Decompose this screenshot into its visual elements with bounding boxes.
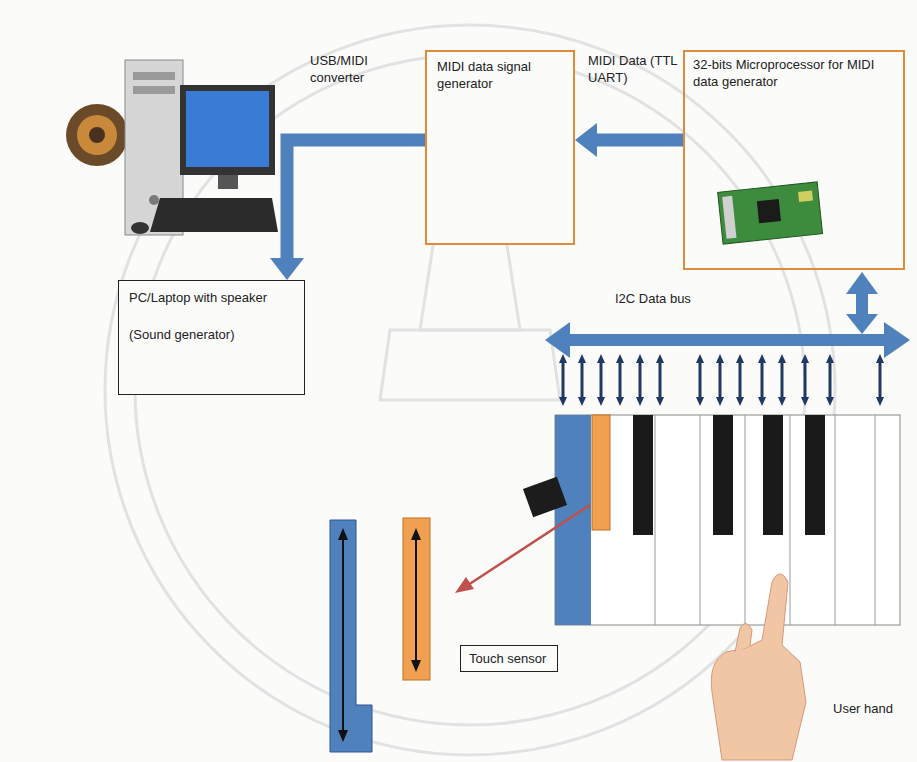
- microcontroller-board: [718, 182, 823, 244]
- signal-arrow: [270, 140, 425, 280]
- edge-label: MIDI Data (TTL UART): [588, 52, 680, 86]
- key-detail: [330, 518, 430, 752]
- piano-keyboard: [555, 415, 900, 625]
- node-text: 32-bits Microprocessor for MIDI data gen…: [693, 56, 883, 90]
- speaker-icon: [66, 104, 128, 166]
- bus-label: I2C Data bus: [615, 290, 691, 307]
- microprocessor-box: 32-bits Microprocessor for MIDI data gen…: [683, 50, 905, 270]
- watermark-seal: [105, 25, 835, 755]
- edge-label: USB/MIDI converter: [310, 52, 410, 86]
- node-text: PC/Laptop with speaker: [129, 289, 294, 306]
- sensor-chip: [523, 477, 567, 518]
- i2c-bus-arrow: [545, 272, 910, 358]
- computer-icon: [125, 60, 278, 235]
- sensor-label-box: Touch sensor: [460, 645, 558, 672]
- node-text: MIDI data signal generator: [437, 58, 537, 92]
- user-hand: [711, 574, 806, 760]
- node-text: (Sound generator): [129, 326, 294, 343]
- signal-arrow: [575, 123, 683, 157]
- hand-label: User hand: [833, 700, 893, 717]
- bus-taps: [559, 354, 884, 406]
- output-box: PC/Laptop with speaker (Sound generator): [118, 280, 305, 395]
- node-text: Touch sensor: [469, 650, 549, 667]
- signal-generator-box: MIDI data signal generator: [425, 50, 575, 245]
- detail-leader: [455, 505, 590, 593]
